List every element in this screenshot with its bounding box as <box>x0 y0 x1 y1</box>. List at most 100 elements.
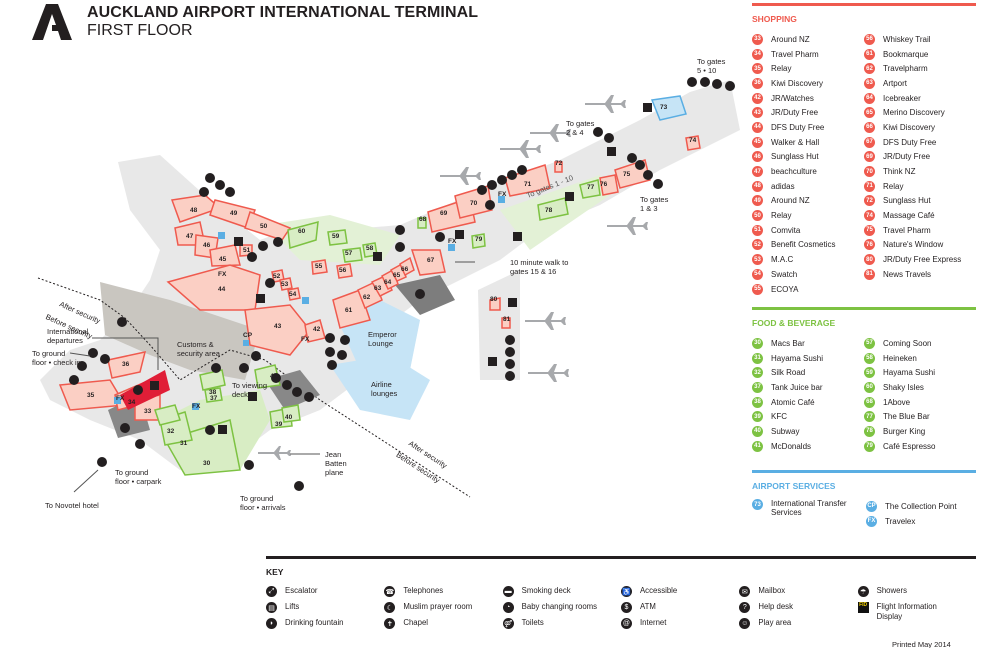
unit-number-badge: 50 <box>752 210 763 222</box>
unit-label-63: 63 <box>374 285 382 292</box>
telephone-icon <box>304 392 314 402</box>
mailbox-icon: ✉ <box>739 586 751 597</box>
customs-label: Customs & security area <box>177 340 220 358</box>
unit-number-badge: 44 <box>752 121 763 133</box>
legend-item-label: Café Espresso <box>883 441 936 451</box>
unit-number-badge: 56 <box>864 33 875 45</box>
unit-43 <box>244 304 311 356</box>
legend-item-label: Whiskey Trail <box>883 34 931 44</box>
unit-label-37: 37 <box>210 395 218 402</box>
unit-label-50: 50 <box>260 223 268 230</box>
key-item-label: Internet <box>639 618 667 627</box>
to-ground-carpark-label: To ground floor • carpark <box>115 468 162 486</box>
unit-80 <box>489 297 501 311</box>
unit-79 <box>471 233 486 249</box>
play-area-icon <box>507 170 517 180</box>
legend-item-label: Travelex <box>885 516 916 526</box>
legend-item-label: DFS Duty Free <box>771 122 825 132</box>
unit-number-badge: 69 <box>864 151 875 163</box>
unit-number-badge: 74 <box>864 210 875 222</box>
unit-number-badge: 49 <box>752 195 763 207</box>
food-title: FOOD & BEVERAGE <box>752 318 836 328</box>
unit-number-badge: 77 <box>864 411 875 423</box>
mailbox-icon <box>258 241 268 251</box>
escalator-icon <box>244 460 254 470</box>
key-item: ⤢Escalator <box>266 586 384 602</box>
mailbox-icon <box>69 375 79 385</box>
unit-label-65: 65 <box>393 272 401 279</box>
unit-label-52: 52 <box>273 273 281 280</box>
unit-label-40: 40 <box>285 414 293 421</box>
unit-label-59: 59 <box>332 233 340 240</box>
unit-label-78: 78 <box>545 207 553 214</box>
to-viewing-deck-label: To viewing deck <box>232 381 268 399</box>
to-ground-checkin-label: To ground floor • check in <box>32 349 81 367</box>
unit-number-badge: 73 <box>752 499 763 510</box>
flight-info-display-icon <box>607 147 616 156</box>
terminal-map[interactable]: International departures To ground floor… <box>0 50 745 550</box>
key-column: ♿Accessible$ATM@Internet <box>620 586 739 634</box>
unit-53 <box>279 277 293 291</box>
key-item-label: Toilets <box>521 618 544 627</box>
legend-item-label: Subway <box>771 426 800 436</box>
key-item: $ATM <box>620 602 739 618</box>
unit-72 <box>554 161 563 173</box>
unit-label-38: 38 <box>209 389 217 396</box>
escalator-icon <box>340 335 350 345</box>
unit-number-badge: 33 <box>752 33 763 45</box>
unit-77 <box>579 179 601 199</box>
atm-icon <box>653 179 663 189</box>
flight-info-display-icon <box>643 103 652 112</box>
unit-label-36: 36 <box>122 361 130 368</box>
key-item: ▤Lifts <box>266 602 384 618</box>
map-key: KEY ⤢Escalator▤Lifts◗Drinking fountain☎T… <box>266 556 976 634</box>
legend-item-label: Relay <box>771 64 792 74</box>
legend-item-label: Nature's Window <box>883 240 944 250</box>
legend-item-label: Hayama Sushi <box>883 368 936 378</box>
unit-number-badge: 80 <box>864 254 875 266</box>
unit-label-30: 30 <box>203 460 211 467</box>
emperor-lounge-label: Emperor Lounge <box>368 330 397 348</box>
escalator-icon <box>239 363 249 373</box>
unit-number-badge: 52 <box>752 239 763 251</box>
flight-info-display-icon: FID <box>857 602 869 613</box>
key-item-label: Escalator <box>285 586 318 595</box>
unit-61 <box>332 289 371 329</box>
service-markers <box>114 196 505 410</box>
play-area-icon <box>117 317 127 327</box>
telephone-icon <box>135 439 145 449</box>
unit-label-73: 73 <box>660 104 668 111</box>
toilets-icon <box>215 180 225 190</box>
toilets-icon <box>325 347 335 357</box>
unit-number-badge: 81 <box>864 268 875 280</box>
legend-item-label: Comvita <box>771 225 801 235</box>
legend-item-label: Massage Café <box>883 211 935 221</box>
legend-item-label: Benefit Cosmetics <box>771 240 836 250</box>
collection-point-marker <box>243 340 249 346</box>
plane-icon <box>607 217 648 235</box>
unit-label-39: 39 <box>275 421 283 428</box>
unit-label-79: 79 <box>475 236 483 243</box>
to-gates-2-4-label: To gates 2 & 4 <box>566 119 595 137</box>
legend-item: 44 DFS Duty Free <box>752 120 864 135</box>
unit-label-55: 55 <box>315 263 323 270</box>
showers-icon: ☂ <box>857 586 869 597</box>
international-departures-label: International departures <box>47 327 89 345</box>
key-column: ⤢Escalator▤Lifts◗Drinking fountain <box>266 586 384 634</box>
baby-change-icon: ◔ <box>502 602 514 613</box>
